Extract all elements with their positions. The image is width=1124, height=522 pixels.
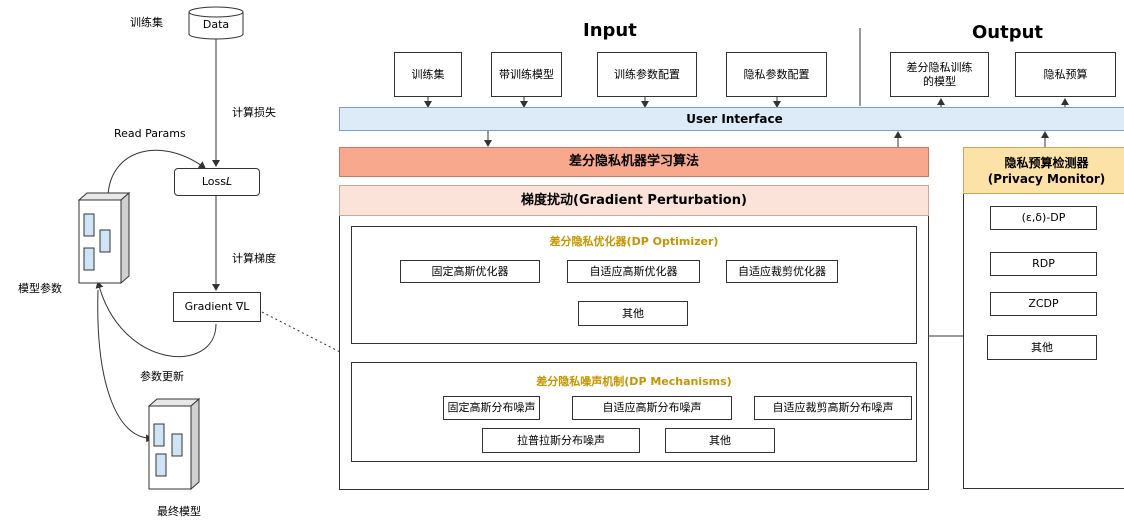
mechanism-adaptive-clipping-gaussian: 自适应裁剪高斯分布噪声	[754, 396, 912, 420]
database-icon	[188, 6, 244, 40]
data-node-label: Data	[202, 18, 230, 31]
privacy-monitor-title-en: (Privacy Monitor)	[987, 171, 1106, 186]
dp-optimizer-title: 差分隐私优化器(DP Optimizer)	[549, 235, 719, 248]
gradient-node: Gradient ∇L	[173, 292, 261, 322]
model-params-label: 模型参数	[18, 282, 62, 295]
optimizer-other: 其他	[578, 301, 688, 326]
final-model-block	[147, 397, 201, 491]
optimizer-fixed-gaussian: 固定高斯优化器	[400, 260, 540, 283]
monitor-zcdp: ZCDP	[990, 292, 1097, 316]
dotted-link	[261, 311, 341, 353]
input-item-train-set: 训练集	[394, 52, 462, 97]
curve-param-update	[95, 281, 217, 358]
curve-to-final-model	[97, 289, 153, 443]
privacy-monitor-header: 隐私预算检测器 (Privacy Monitor)	[963, 147, 1124, 194]
mechanism-laplace: 拉普拉斯分布噪声	[482, 428, 640, 453]
output-item-privacy-budget: 隐私预算	[1015, 52, 1116, 97]
monitor-epsilon-delta-dp: (ε,δ)-DP	[990, 206, 1097, 230]
read-params-label: Read Params	[114, 127, 186, 140]
input-item-privacy-config: 隐私参数配置	[726, 52, 827, 97]
user-interface-bar: User Interface	[339, 107, 1124, 131]
model-params-icon	[77, 191, 131, 285]
monitor-other: 其他	[987, 335, 1097, 360]
optimizer-adaptive-clipping: 自适应裁剪优化器	[726, 260, 838, 283]
final-model-icon	[147, 397, 201, 491]
dp-mechanisms-title: 差分隐私噪声机制(DP Mechanisms)	[536, 375, 732, 388]
mechanism-fixed-gaussian: 固定高斯分布噪声	[443, 396, 540, 420]
input-item-train-config: 训练参数配置	[597, 52, 697, 97]
optimizer-adaptive-gaussian: 自适应高斯优化器	[567, 260, 700, 283]
final-model-label: 最终模型	[157, 505, 201, 518]
model-params-block	[77, 191, 131, 285]
gradient-perturbation-header: 梯度扰动(Gradient Perturbation)	[339, 185, 929, 216]
output-item-dp-model: 差分隐私训练 的模型	[890, 52, 989, 97]
param-update-label: 参数更新	[140, 370, 184, 383]
privacy-monitor-title-cn: 隐私预算检测器	[1004, 155, 1089, 170]
loss-symbol: L	[226, 175, 233, 188]
compute-loss-label: 计算损失	[232, 106, 276, 119]
loss-node: Loss L	[174, 168, 260, 196]
privacy-monitor-panel	[963, 147, 1124, 489]
input-title: Input	[583, 20, 637, 41]
dp-algorithm-bar: 差分隐私机器学习算法	[339, 147, 929, 177]
curve-read-params	[107, 149, 206, 197]
loss-node-text: Loss	[201, 175, 226, 188]
input-item-model: 带训练模型	[491, 52, 562, 97]
compute-grad-label: 计算梯度	[232, 252, 276, 265]
monitor-rdp: RDP	[990, 252, 1097, 276]
train-set-label: 训练集	[130, 16, 163, 29]
data-cylinder: Data	[188, 6, 244, 40]
mechanism-adaptive-gaussian: 自适应高斯分布噪声	[572, 396, 732, 420]
mechanism-other: 其他	[665, 428, 775, 453]
output-title: Output	[972, 22, 1044, 43]
